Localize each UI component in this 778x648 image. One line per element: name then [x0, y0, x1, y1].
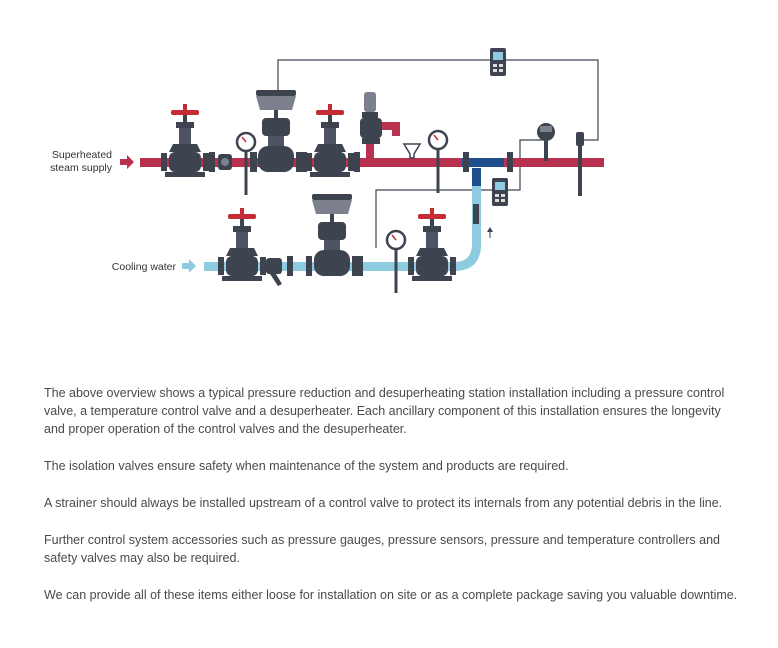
safety-valve	[360, 92, 400, 144]
steam-supply-label-line1: Superheated	[52, 149, 112, 161]
pressure-sensor	[576, 132, 584, 196]
temperature-controller	[492, 178, 508, 206]
water-strainer	[266, 258, 282, 286]
flange	[357, 256, 363, 276]
paragraph-strainer: A strainer should always be installed up…	[44, 496, 723, 510]
paragraph-isolation: The isolation valves ensure safety when …	[44, 459, 569, 473]
steam-inlet-arrow	[120, 155, 134, 169]
temperature-sensor	[537, 123, 555, 161]
steam-supply-label-line2: steam supply	[50, 162, 113, 174]
drain-funnel	[402, 143, 422, 159]
signal-wiring	[277, 59, 599, 248]
steam-strainer	[218, 154, 232, 170]
paragraph-package: We can provide all of these items either…	[44, 588, 738, 602]
desuperheater-flange	[463, 152, 469, 172]
paragraph-accessories: Further control system accessories such …	[44, 533, 721, 565]
flange	[354, 152, 360, 172]
desuperheating-station-diagram: Superheated steam supply Cooling water	[50, 48, 604, 295]
pressure-controller	[490, 48, 506, 76]
paragraph-overview: The above overview shows a typical press…	[44, 386, 725, 436]
flow-arrow	[487, 227, 493, 238]
water-inlet-arrow	[182, 259, 196, 273]
water-flange	[473, 204, 479, 224]
description-text: The above overview shows a typical press…	[44, 384, 744, 623]
cooling-water-label: Cooling water	[112, 261, 177, 273]
flange	[287, 256, 293, 276]
flange	[209, 152, 215, 172]
desuperheater-flange	[507, 152, 513, 172]
